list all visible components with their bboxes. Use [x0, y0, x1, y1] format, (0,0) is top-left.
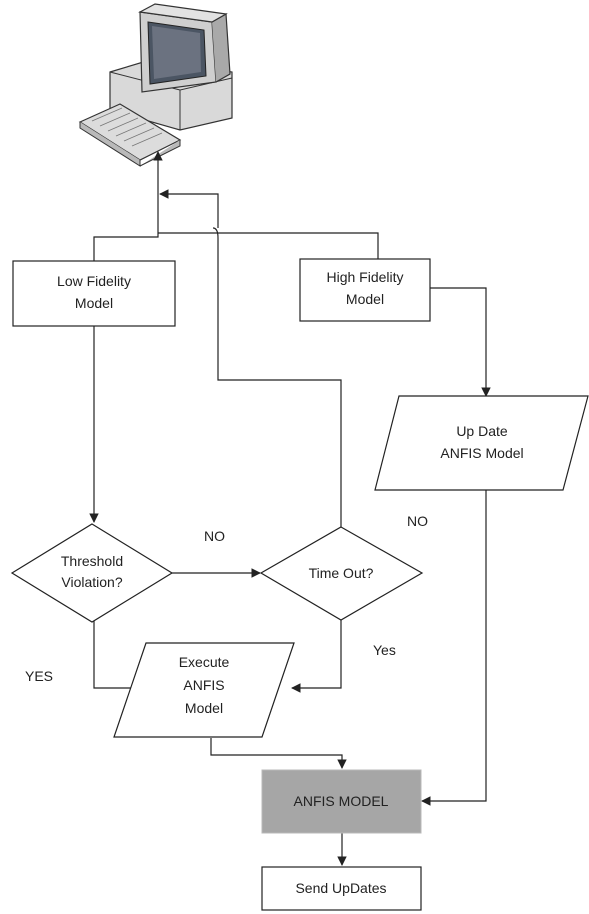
connectors: [89, 151, 491, 866]
node-label-line: Model: [185, 700, 223, 716]
node-label-line: Threshold: [61, 553, 123, 569]
node-anfis-model: ANFIS MODEL: [261, 769, 422, 834]
node-label-line: ANFIS: [183, 677, 224, 693]
node-label-line: Execute: [179, 654, 230, 670]
edge-low-to-computer: [93, 151, 163, 261]
edge-timeout-to-execute: [291, 620, 342, 693]
edge-crossover: [212, 227, 219, 239]
node-threshold-violation: Threshold Violation?: [10, 523, 174, 623]
edge-high-to-computer: [158, 232, 379, 259]
node-label-line: Model: [75, 295, 113, 311]
node-label-line: Low Fidelity: [57, 273, 131, 289]
edge-threshold-to-execute: [93, 621, 143, 693]
node-label-line: Up Date: [456, 423, 508, 439]
node-update-anfis: Up Date ANFIS Model: [374, 395, 589, 491]
node-label-line: Violation?: [61, 574, 122, 590]
edge-timeout-to-computer: [159, 189, 219, 228]
node-label-line: High Fidelity: [326, 269, 403, 285]
node-label-line: Send UpDates: [295, 880, 386, 896]
node-low-fidelity: Low Fidelity Model: [12, 260, 176, 327]
label-yes-threshold: YES: [25, 668, 53, 684]
edge-update-to-anfis: [421, 490, 487, 806]
label-no-update: NO: [407, 513, 428, 529]
label-yes-timeout: Yes: [373, 642, 396, 658]
node-label-line: ANFIS Model: [440, 445, 523, 461]
node-label-line: ANFIS MODEL: [294, 793, 389, 809]
node-execute-anfis: Execute ANFIS Model: [113, 642, 295, 738]
label-no-threshold: NO: [204, 528, 225, 544]
node-high-fidelity: High Fidelity Model: [299, 258, 431, 322]
edge-execute-to-anfis: [210, 738, 347, 769]
node-send-updates: Send UpDates: [261, 866, 422, 911]
computer-icon: [78, 3, 233, 167]
node-label-line: Time Out?: [309, 565, 374, 581]
node-time-out: Time Out?: [259, 526, 424, 621]
edge-timeout-up: [217, 238, 342, 527]
edge-high-to-update: [430, 287, 491, 397]
node-label-line: Model: [346, 291, 384, 307]
